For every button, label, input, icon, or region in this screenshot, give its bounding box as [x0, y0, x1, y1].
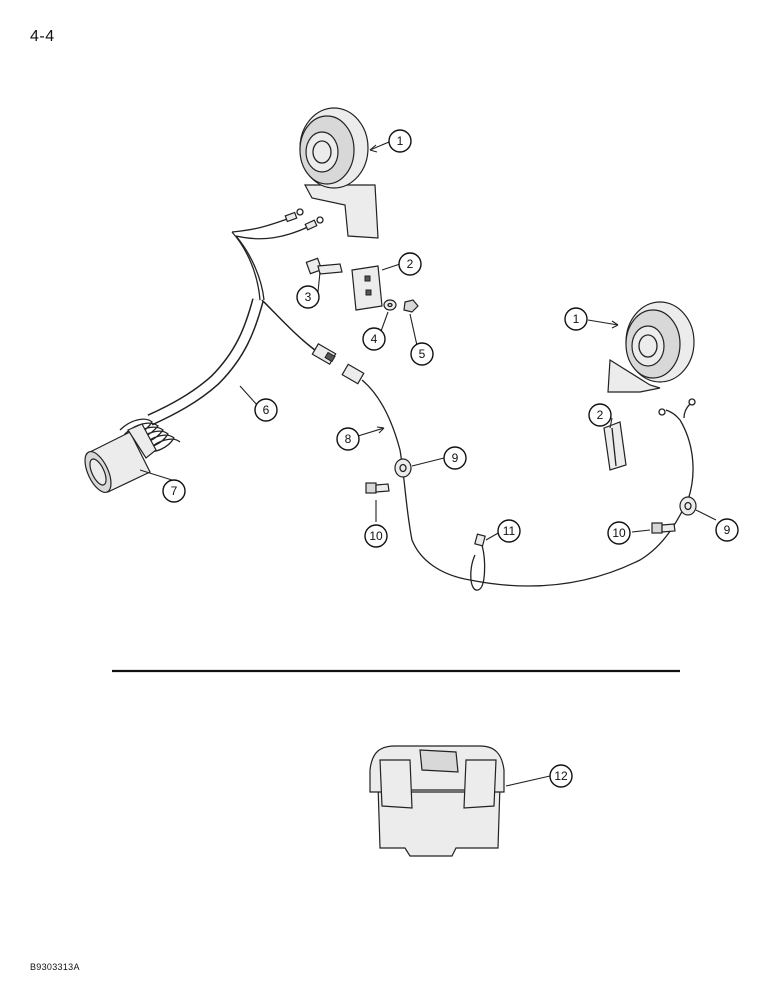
svg-text:10: 10 [612, 526, 626, 540]
horn-upper [299, 107, 379, 239]
svg-text:10: 10 [369, 529, 383, 543]
bracket-upper [351, 265, 383, 311]
horn-lower [607, 301, 695, 393]
callout-9-lower: 9 [715, 518, 739, 542]
svg-text:5: 5 [419, 347, 426, 361]
svg-text:8: 8 [345, 432, 352, 446]
callout-1-upper: 1 [388, 129, 412, 153]
svg-text:2: 2 [597, 408, 604, 422]
svg-text:12: 12 [554, 769, 568, 783]
callout-3: 3 [296, 285, 320, 309]
callout-10-right: 10 [607, 521, 631, 545]
svg-text:7: 7 [171, 484, 178, 498]
page-number: 4-4 [30, 28, 55, 45]
lock-washer [383, 299, 397, 311]
svg-text:1: 1 [573, 312, 580, 326]
nut [403, 299, 419, 313]
callout-4: 4 [362, 327, 386, 351]
callout-12: 12 [549, 764, 573, 788]
bolt [305, 257, 343, 275]
clip-lower [679, 496, 697, 516]
figure-code: B9303313A [30, 962, 80, 972]
callout-11: 11 [497, 519, 521, 543]
leader-lines [139, 141, 717, 787]
callout-7: 7 [162, 479, 186, 503]
svg-text:4: 4 [371, 332, 378, 346]
callout-9-upper: 9 [443, 446, 467, 470]
callout-2-upper: 2 [398, 252, 422, 276]
svg-text:2: 2 [407, 257, 414, 271]
trailer-connector [84, 423, 157, 493]
callout-8: 8 [336, 427, 360, 451]
horn-wire-harness [341, 363, 696, 591]
callout-5: 5 [410, 342, 434, 366]
svg-text:6: 6 [263, 403, 270, 417]
svg-text:3: 3 [305, 290, 312, 304]
screw-right [651, 522, 676, 534]
svg-text:9: 9 [724, 523, 731, 537]
svg-text:11: 11 [503, 524, 516, 538]
callout-2-lower: 2 [588, 403, 612, 427]
callout-1-lower: 1 [564, 307, 588, 331]
svg-text:1: 1 [397, 134, 404, 148]
svg-text:9: 9 [452, 451, 459, 465]
main-harness [119, 208, 337, 452]
clip-upper [394, 458, 412, 478]
callout-10-left: 10 [364, 524, 388, 548]
screw-left [365, 482, 390, 494]
battery-box [369, 745, 505, 857]
bracket-lower [603, 421, 627, 471]
callout-6: 6 [254, 398, 278, 422]
